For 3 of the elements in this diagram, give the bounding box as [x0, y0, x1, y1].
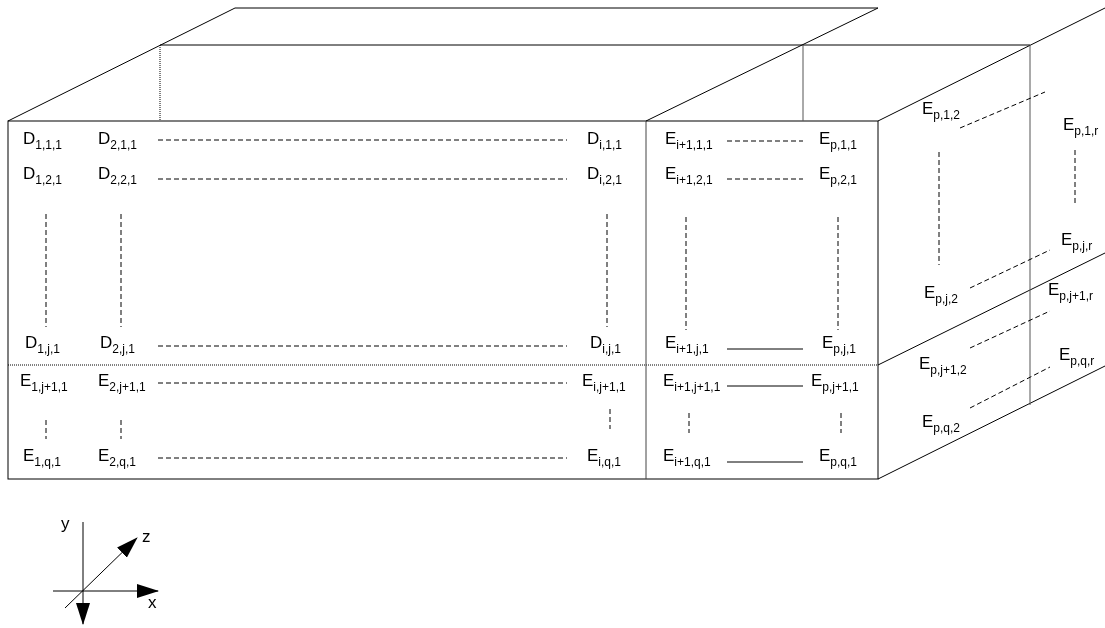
axis-label: y	[61, 515, 70, 533]
axis-label: x	[148, 594, 157, 612]
axis-label: z	[142, 528, 151, 546]
